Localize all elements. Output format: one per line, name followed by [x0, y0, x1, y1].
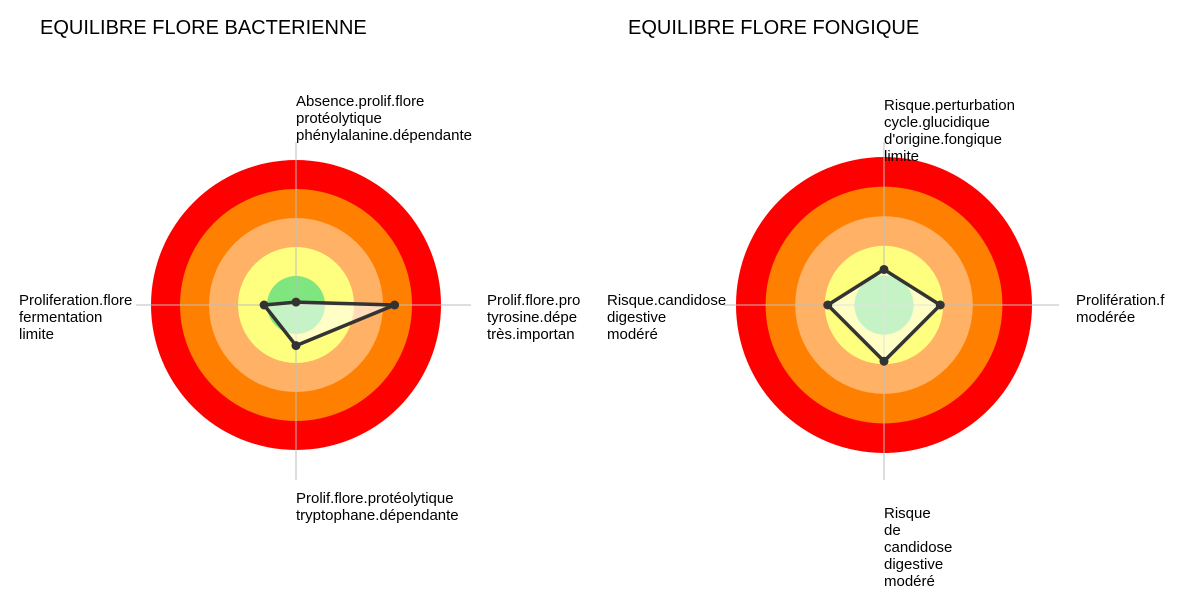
axis-label-line: digestive	[607, 309, 666, 326]
axis-label-line: Prolifération.f	[1076, 292, 1165, 309]
data-point-right	[935, 300, 945, 310]
data-polygon-layer	[259, 297, 400, 351]
chart-title-fungal: EQUILIBRE FLORE FONGIQUE	[628, 17, 919, 39]
data-polygon-layer	[823, 264, 945, 366]
axis-label-line: digestive	[884, 556, 943, 573]
axis-label-line: candidose	[884, 539, 952, 556]
axis-label-line: Absence.prolif.flore	[296, 93, 424, 110]
axis-label-line: Prolif.flore.pro	[487, 292, 580, 309]
axis-label-line: tryptophane.dépendante	[296, 507, 459, 524]
chart-title-bacterial: EQUILIBRE FLORE BACTERIENNE	[40, 17, 367, 39]
axis-label-line: très.importan	[487, 326, 575, 343]
axis-label-line: de	[884, 522, 901, 539]
data-point-left	[259, 300, 269, 310]
axis-label-line: d'origine.fongique	[884, 131, 1002, 148]
axis-label-line: limite	[884, 148, 919, 165]
axis-label-line: tyrosine.dépe	[487, 309, 577, 326]
axis-label-line: Proliferation.flore	[19, 292, 132, 309]
data-point-right	[390, 300, 400, 310]
axis-label-line: Risque.perturbation	[884, 97, 1015, 114]
axis-label-line: modéré	[884, 573, 935, 590]
chart-bacterial-flora: EQUILIBRE FLORE BACTERIENNE Absence.prol…	[19, 17, 580, 524]
axis-label-line: fermentation	[19, 309, 102, 326]
axis-label-line: Prolif.flore.protéolytique	[296, 490, 454, 507]
axis-label-line: protéolytique	[296, 110, 382, 127]
axis-label-line: modéré	[607, 326, 658, 343]
chart-fungal-flora: EQUILIBRE FLORE FONGIQUE Risque.perturba…	[607, 17, 1165, 590]
axis-label-line: cycle.glucidique	[884, 114, 990, 131]
data-point-top	[291, 297, 301, 307]
axis-label-line: Risque.candidose	[607, 292, 726, 309]
axis-label-line: Risque	[884, 505, 931, 522]
data-point-top	[879, 264, 889, 274]
data-point-bottom	[291, 341, 301, 351]
axis-label-line: modérée	[1076, 309, 1135, 326]
axis-label-line: phénylalanine.dépendante	[296, 127, 472, 144]
data-point-left	[823, 300, 833, 310]
axis-label-line: limite	[19, 326, 54, 343]
data-point-bottom	[879, 356, 889, 366]
